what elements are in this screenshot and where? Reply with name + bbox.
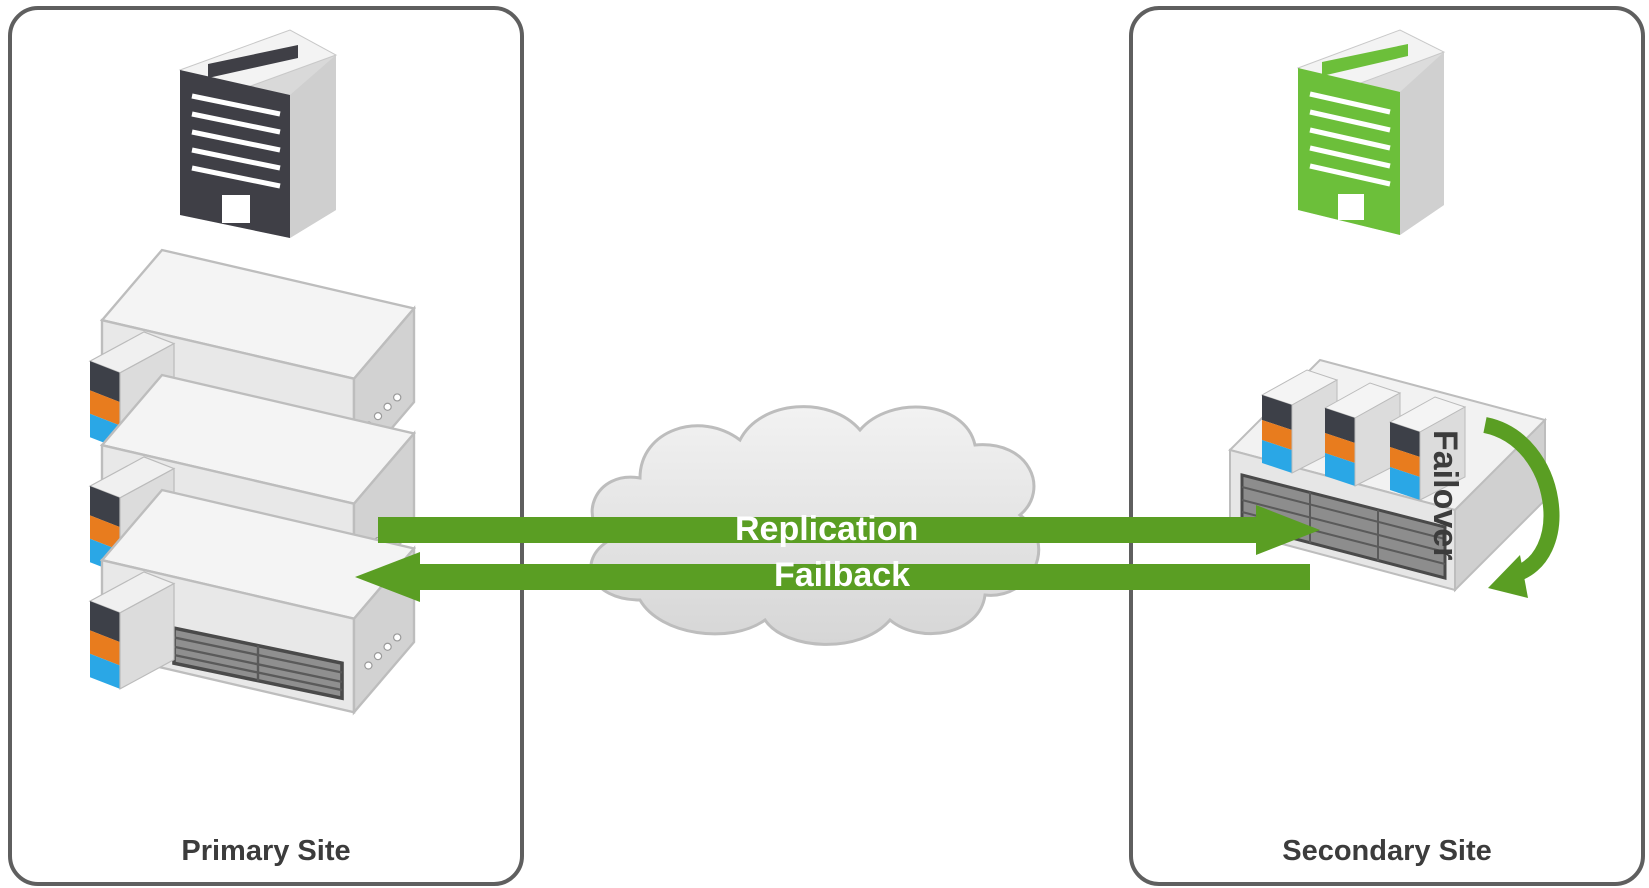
failover-arrow — [1482, 417, 1560, 598]
secondary-site-label: Secondary Site — [1282, 835, 1492, 867]
primary-site-label: Primary Site — [181, 835, 351, 867]
replication-label: Replication — [735, 510, 919, 548]
failover-label: Failover — [1426, 430, 1464, 561]
failback-label: Failback — [774, 556, 911, 594]
replication-arrow — [378, 505, 1320, 555]
primary-storage-array — [88, 248, 416, 715]
secondary-disk-modules — [1260, 369, 1467, 501]
primary-building-icon — [178, 29, 338, 238]
secondary-storage-array — [1228, 358, 1547, 593]
secondary-building-icon — [1296, 29, 1446, 235]
failback-arrow — [355, 552, 1310, 602]
